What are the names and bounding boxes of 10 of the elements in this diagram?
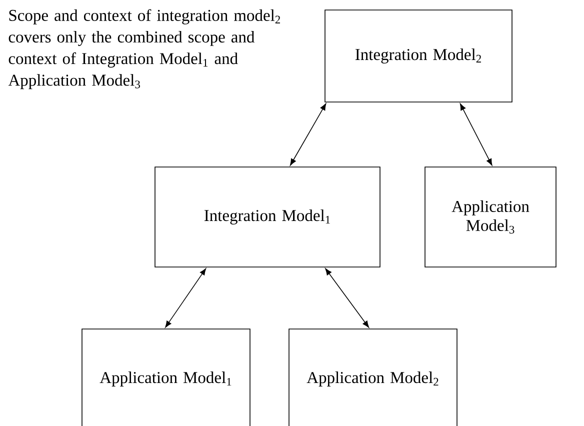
double-arrow bbox=[460, 103, 492, 166]
model-box: Integration Model$_{2}$ bbox=[324, 10, 512, 102]
model-box: Integration Model$_{1}$ bbox=[154, 166, 380, 268]
double-arrow bbox=[165, 268, 206, 328]
double-arrow bbox=[290, 103, 326, 166]
model-box: Application Model$_{2}$ bbox=[288, 328, 458, 426]
model-box: Application Model$_{3}$ bbox=[424, 166, 556, 268]
double-arrow bbox=[325, 268, 370, 328]
note-text: Scope and context of integration model$_{2}$ covers only the combined scope and context of Integration Model$_{1}$ and Application Model$_{3}$ bbox=[8, 9, 280, 90]
model-box: Application Model$_{1}$ bbox=[82, 328, 250, 426]
